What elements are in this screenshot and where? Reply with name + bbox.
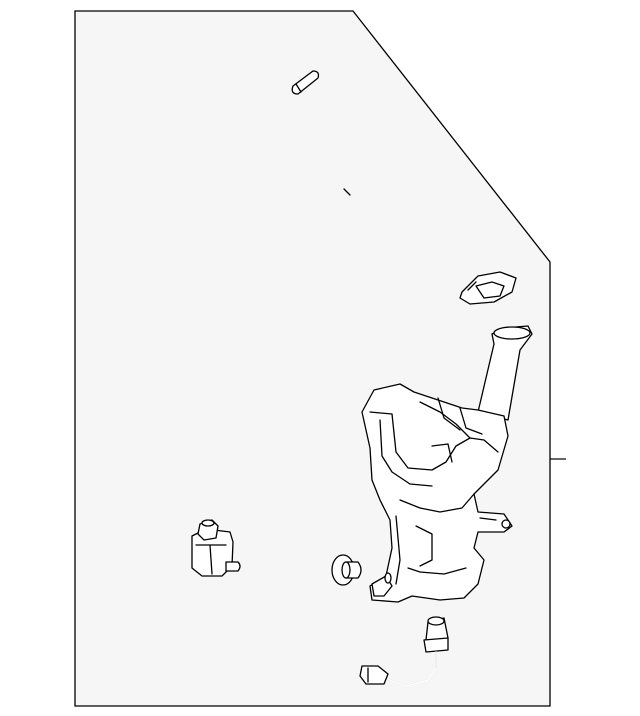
diagram-frame: [74, 10, 551, 707]
hose-left: [88, 96, 282, 522]
level-sensor: [359, 616, 449, 687]
hose-joint-connector: [291, 70, 320, 95]
washer-pump: [191, 519, 241, 577]
hose-right: [206, 158, 383, 514]
reservoir-cap: [459, 271, 517, 305]
washer-reservoir: [361, 325, 533, 603]
grommet: [331, 554, 362, 586]
